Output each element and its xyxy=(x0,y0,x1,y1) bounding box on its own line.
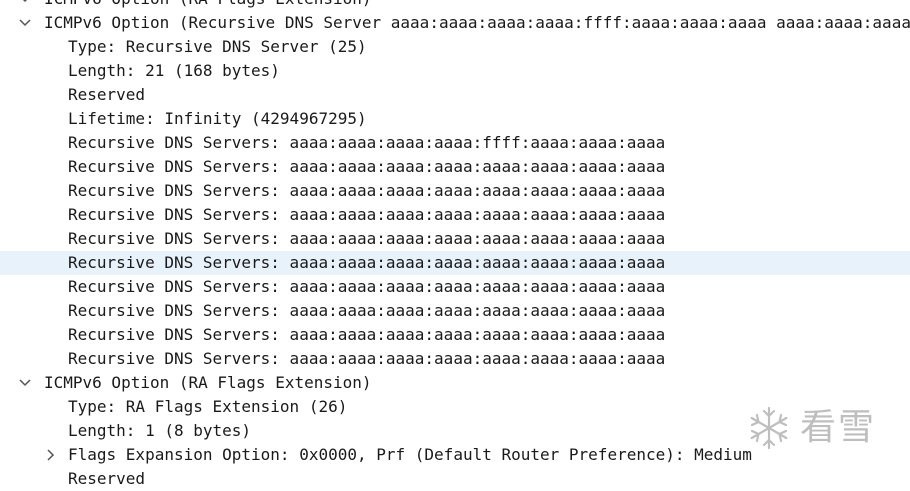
field-label: Length: 1 (8 bytes) xyxy=(68,421,252,440)
tree-field-dns-server[interactable]: Recursive DNS Servers: aaaa:aaaa:aaaa:aa… xyxy=(0,299,910,323)
field-label: Reserved xyxy=(68,469,146,488)
tree-node-label: ICMPv6 Option (RA Flags Extension) xyxy=(44,0,372,11)
chevron-down-icon[interactable] xyxy=(18,371,32,395)
chevron-right-icon[interactable] xyxy=(44,443,58,467)
tree-field-reserved[interactable]: Reserved xyxy=(0,467,910,491)
tree-node-flags-expansion[interactable]: Flags Expansion Option: 0x0000, Prf (Def… xyxy=(0,443,910,467)
field-label: Recursive DNS Servers: aaaa:aaaa:aaaa:aa… xyxy=(68,325,666,344)
tree-node-ra-flags-option[interactable]: ICMPv6 Option (RA Flags Extension) xyxy=(0,371,910,395)
tree-node-label: ICMPv6 Option (Recursive DNS Server aaaa… xyxy=(44,13,910,32)
field-label: Flags Expansion Option: 0x0000, Prf (Def… xyxy=(68,445,752,464)
tree-field-dns-server-selected[interactable]: Recursive DNS Servers: aaaa:aaaa:aaaa:aa… xyxy=(0,251,910,275)
field-label: Length: 21 (168 bytes) xyxy=(68,61,280,80)
field-label: Recursive DNS Servers: aaaa:aaaa:aaaa:aa… xyxy=(68,133,666,152)
tree-field-dns-server[interactable]: Recursive DNS Servers: aaaa:aaaa:aaaa:aa… xyxy=(0,203,910,227)
field-label: Recursive DNS Servers: aaaa:aaaa:aaaa:aa… xyxy=(68,181,666,200)
tree-field-dns-server[interactable]: Recursive DNS Servers: aaaa:aaaa:aaaa:aa… xyxy=(0,275,910,299)
tree-field-length[interactable]: Length: 21 (168 bytes) xyxy=(0,59,910,83)
field-label: Recursive DNS Servers: aaaa:aaaa:aaaa:aa… xyxy=(68,349,666,368)
tree-field-dns-server[interactable]: Recursive DNS Servers: aaaa:aaaa:aaaa:aa… xyxy=(0,131,910,155)
tree-field-length[interactable]: Length: 1 (8 bytes) xyxy=(0,419,910,443)
field-label: Type: RA Flags Extension (26) xyxy=(68,397,348,416)
tree-node-label: ICMPv6 Option (RA Flags Extension) xyxy=(44,373,372,392)
tree-field-dns-server[interactable]: Recursive DNS Servers: aaaa:aaaa:aaaa:aa… xyxy=(0,155,910,179)
field-label: Type: Recursive DNS Server (25) xyxy=(68,37,367,56)
field-label: Recursive DNS Servers: aaaa:aaaa:aaaa:aa… xyxy=(68,253,666,272)
snowflake-icon xyxy=(750,406,788,450)
watermark-logo: 看雪 xyxy=(746,400,906,456)
tree-field-dns-server[interactable]: Recursive DNS Servers: aaaa:aaaa:aaaa:aa… xyxy=(0,227,910,251)
tree-field-reserved[interactable]: Reserved xyxy=(0,83,910,107)
tree-field-type[interactable]: Type: Recursive DNS Server (25) xyxy=(0,35,910,59)
field-label: Recursive DNS Servers: aaaa:aaaa:aaaa:aa… xyxy=(68,229,666,248)
tree-field-dns-server[interactable]: Recursive DNS Servers: aaaa:aaaa:aaaa:aa… xyxy=(0,323,910,347)
field-label: Reserved xyxy=(68,85,146,104)
tree-node-ra-flags-extension-partial[interactable]: ICMPv6 Option (RA Flags Extension) xyxy=(0,0,910,11)
tree-node-rdnss-option[interactable]: ICMPv6 Option (Recursive DNS Server aaaa… xyxy=(0,11,910,35)
field-label: Lifetime: Infinity (4294967295) xyxy=(68,109,367,128)
tree-field-dns-server[interactable]: Recursive DNS Servers: aaaa:aaaa:aaaa:aa… xyxy=(0,179,910,203)
chevron-down-icon[interactable] xyxy=(18,0,32,11)
tree-field-dns-server[interactable]: Recursive DNS Servers: aaaa:aaaa:aaaa:aa… xyxy=(0,347,910,371)
field-label: Recursive DNS Servers: aaaa:aaaa:aaaa:aa… xyxy=(68,301,666,320)
field-label: Recursive DNS Servers: aaaa:aaaa:aaaa:aa… xyxy=(68,277,666,296)
watermark-text: 看雪 xyxy=(800,407,877,448)
field-label: Recursive DNS Servers: aaaa:aaaa:aaaa:aa… xyxy=(68,205,666,224)
field-label: Recursive DNS Servers: aaaa:aaaa:aaaa:aa… xyxy=(68,157,666,176)
tree-field-type[interactable]: Type: RA Flags Extension (26) xyxy=(0,395,910,419)
tree-field-lifetime[interactable]: Lifetime: Infinity (4294967295) xyxy=(0,107,910,131)
chevron-down-icon[interactable] xyxy=(18,11,32,35)
